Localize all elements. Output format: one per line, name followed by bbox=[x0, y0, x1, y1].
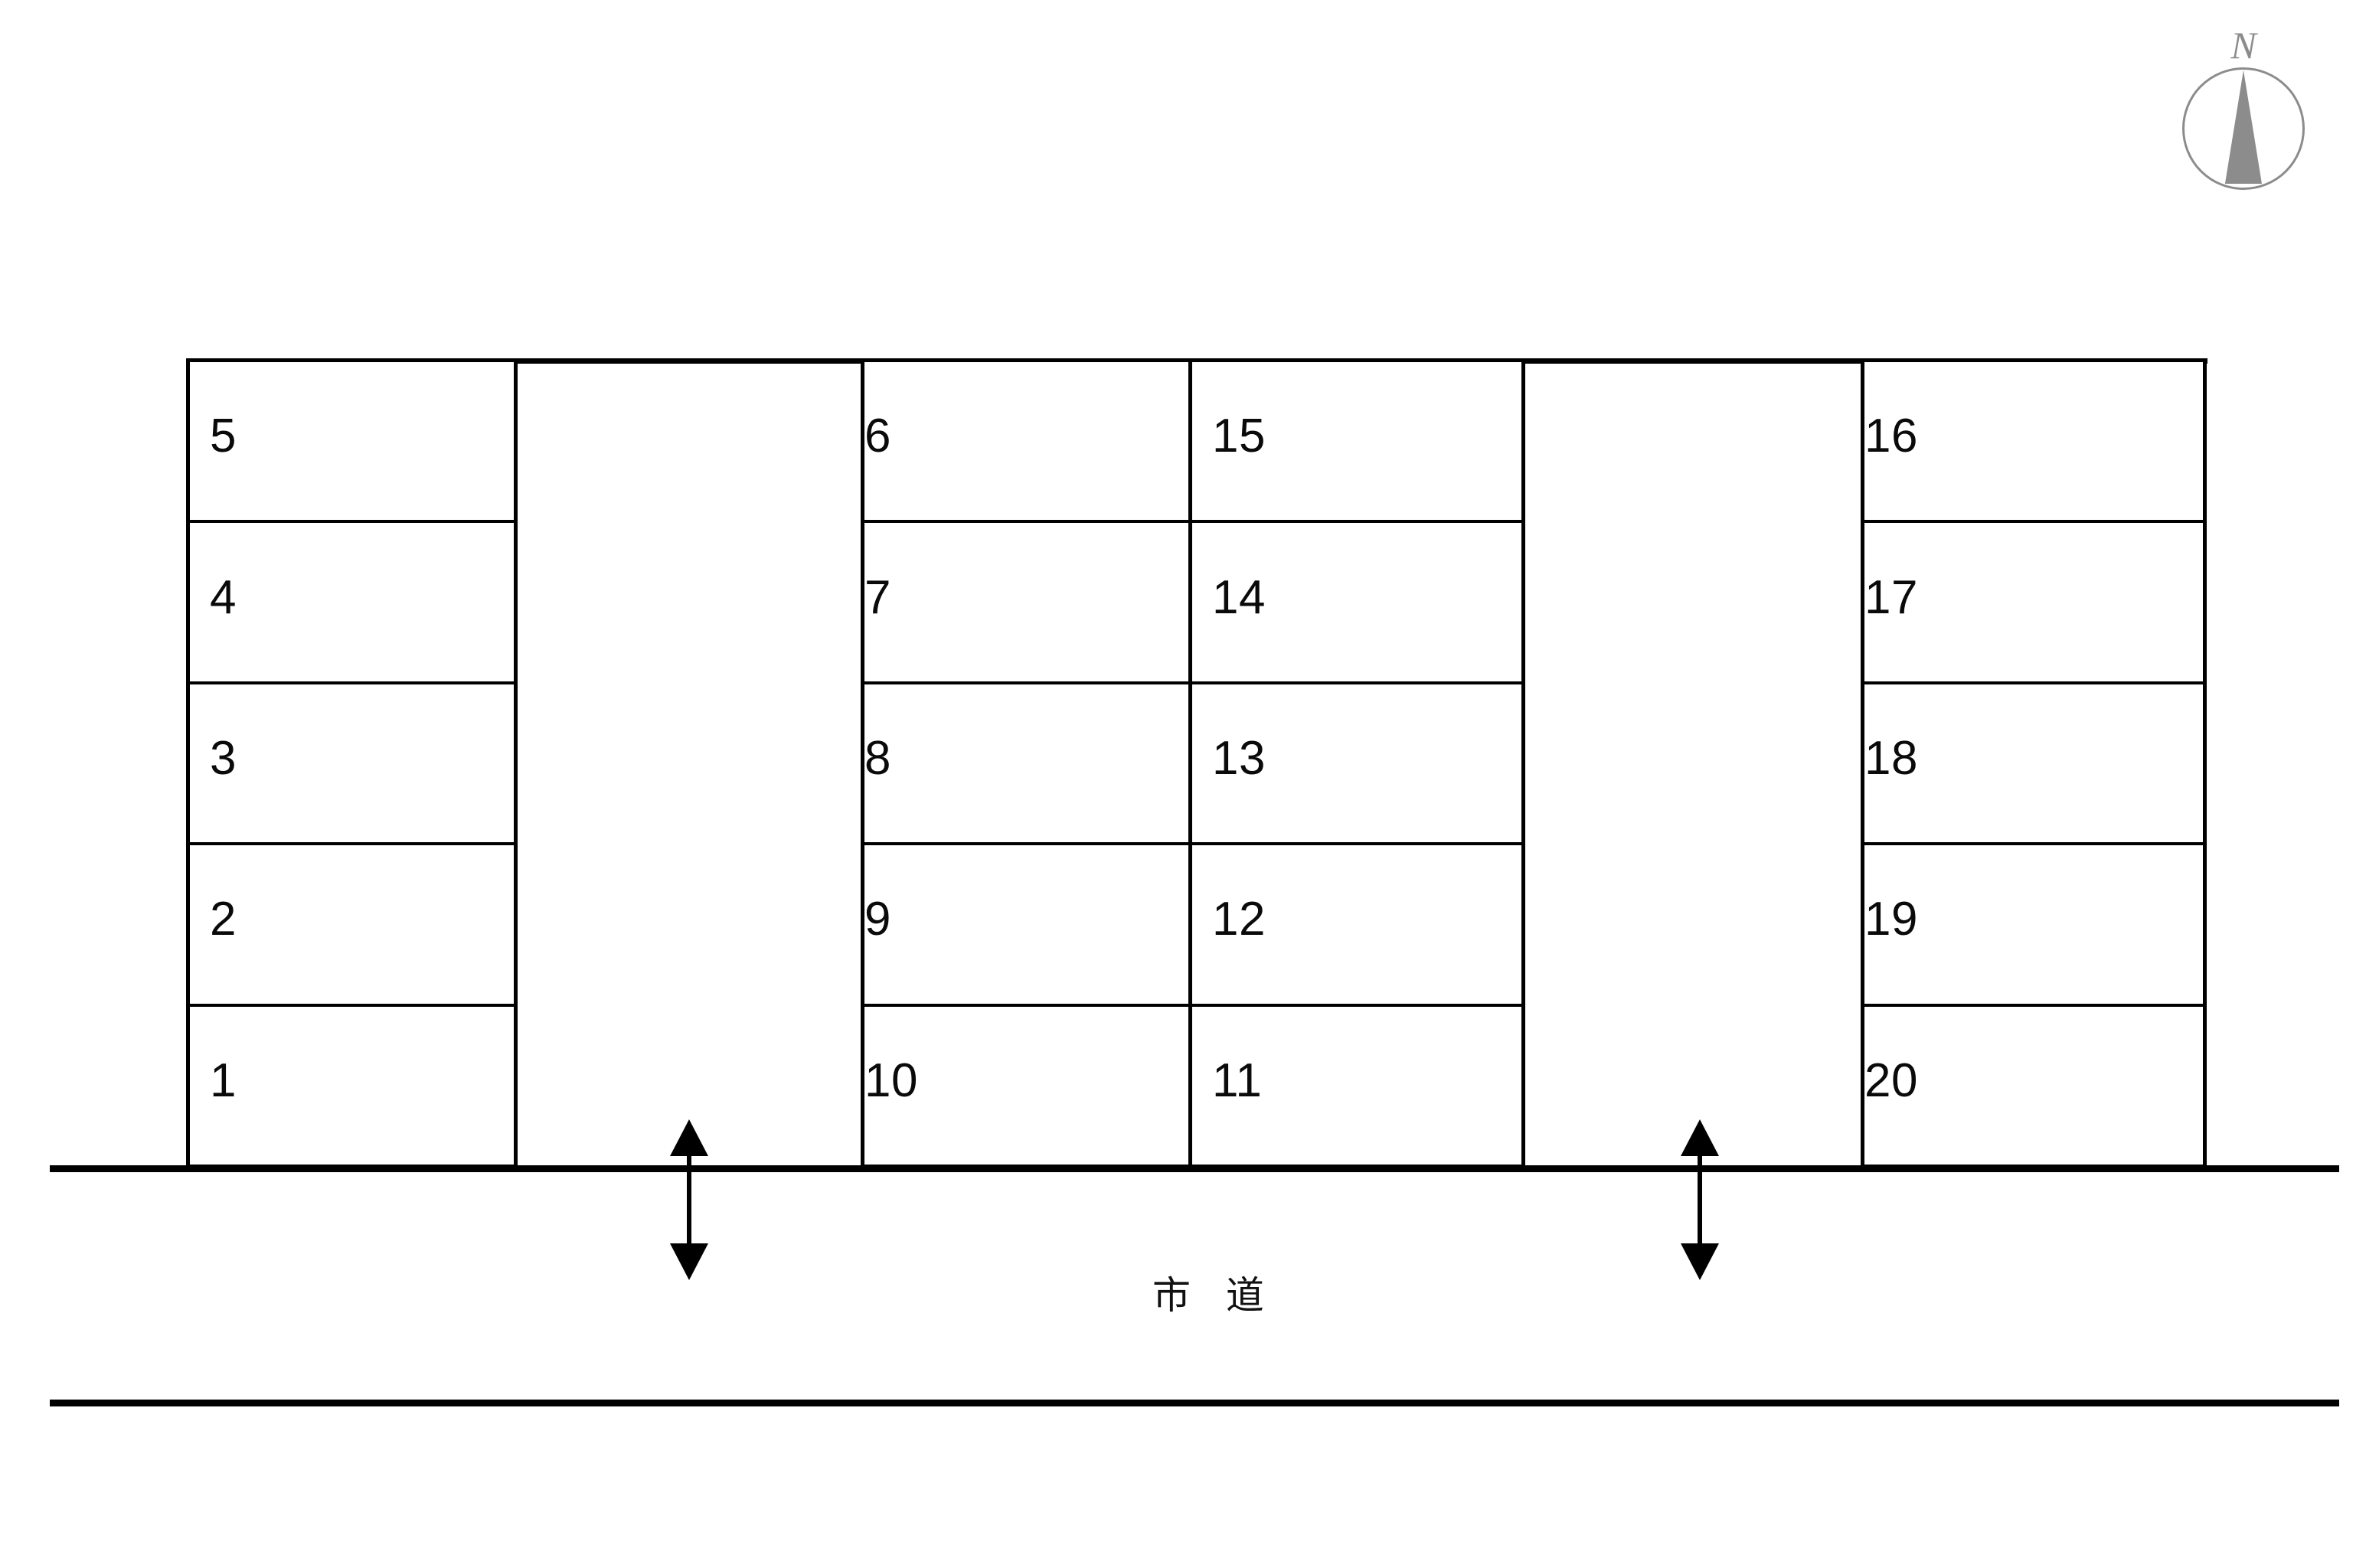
parking-stall[interactable]: 15 bbox=[1192, 362, 1521, 524]
block-east: 16 17 18 19 20 bbox=[1861, 358, 2207, 1168]
parking-stall-number: 15 bbox=[1212, 410, 1266, 463]
compass-ring bbox=[2182, 67, 2305, 190]
parking-stall[interactable]: 5 bbox=[190, 362, 514, 524]
block-center-left: 6 7 8 9 10 bbox=[861, 358, 1194, 1168]
parking-stall[interactable]: 11 bbox=[1192, 1006, 1521, 1165]
parking-stall-number: 16 bbox=[1864, 410, 1918, 463]
parking-stall-number: 14 bbox=[1212, 570, 1266, 624]
parking-stall[interactable]: 8 bbox=[864, 684, 1190, 846]
parking-stall[interactable]: 12 bbox=[1192, 845, 1521, 1007]
parking-stall[interactable]: 9 bbox=[864, 845, 1190, 1007]
parking-stall-number: 8 bbox=[864, 731, 891, 785]
driveway-west bbox=[518, 364, 861, 1165]
parking-stall-number: 7 bbox=[864, 570, 891, 624]
parking-stall-number: 20 bbox=[1864, 1054, 1918, 1107]
block-center-right: 15 14 13 12 11 bbox=[1188, 358, 1525, 1168]
parking-stall[interactable]: 4 bbox=[190, 523, 514, 684]
arrow-head-down-icon bbox=[670, 1243, 708, 1280]
parking-stall[interactable]: 1 bbox=[190, 1006, 514, 1165]
compass-north-label: N bbox=[2230, 24, 2256, 67]
parking-stall-number: 5 bbox=[210, 410, 237, 463]
arrow-shaft bbox=[687, 1127, 691, 1272]
parking-stall-number: 1 bbox=[210, 1054, 237, 1107]
arrow-shaft bbox=[1698, 1127, 1702, 1272]
road-name-label: 市 道 bbox=[1152, 1274, 1276, 1317]
parking-stall[interactable]: 20 bbox=[1864, 1006, 2203, 1165]
driveway-east bbox=[1525, 364, 1864, 1165]
parking-stall-number: 10 bbox=[864, 1054, 918, 1107]
parking-stall[interactable]: 14 bbox=[1192, 523, 1521, 684]
parking-stall[interactable]: 2 bbox=[190, 845, 514, 1007]
road-lower-edge bbox=[50, 1400, 2339, 1406]
parking-stall-number: 4 bbox=[210, 570, 237, 624]
parking-stall[interactable]: 18 bbox=[1864, 684, 2203, 846]
compass-needle-icon bbox=[2225, 70, 2262, 184]
parking-stall-number: 2 bbox=[210, 893, 237, 946]
parking-stall[interactable]: 13 bbox=[1192, 684, 1521, 846]
road-upper-edge bbox=[50, 1165, 2339, 1172]
parking-stall[interactable]: 10 bbox=[864, 1006, 1190, 1165]
parking-stall-number: 12 bbox=[1212, 893, 1266, 946]
parking-stall-number: 19 bbox=[1864, 893, 1918, 946]
parking-stall[interactable]: 19 bbox=[1864, 845, 2203, 1007]
parking-stall[interactable]: 7 bbox=[864, 523, 1190, 684]
parking-stall-number: 6 bbox=[864, 410, 891, 463]
parking-stall-number: 18 bbox=[1864, 731, 1918, 785]
block-west: 5 4 3 2 1 bbox=[186, 358, 518, 1168]
parking-stall-number: 13 bbox=[1212, 732, 1266, 786]
parking-stall-number: 3 bbox=[210, 732, 237, 786]
entrance-arrow-west bbox=[670, 1119, 708, 1280]
parking-stall-number: 17 bbox=[1864, 570, 1918, 624]
arrow-head-down-icon bbox=[1681, 1243, 1719, 1280]
entrance-arrow-east bbox=[1681, 1119, 1719, 1280]
parking-stall-number: 11 bbox=[1212, 1054, 1263, 1107]
parking-stall[interactable]: 16 bbox=[1864, 361, 2203, 524]
compass-rose: N bbox=[2182, 24, 2305, 190]
parking-stall[interactable]: 6 bbox=[864, 361, 1190, 524]
parking-stall[interactable]: 17 bbox=[1864, 523, 2203, 684]
parking-stall-number: 9 bbox=[864, 893, 891, 946]
parking-stall[interactable]: 3 bbox=[190, 684, 514, 846]
